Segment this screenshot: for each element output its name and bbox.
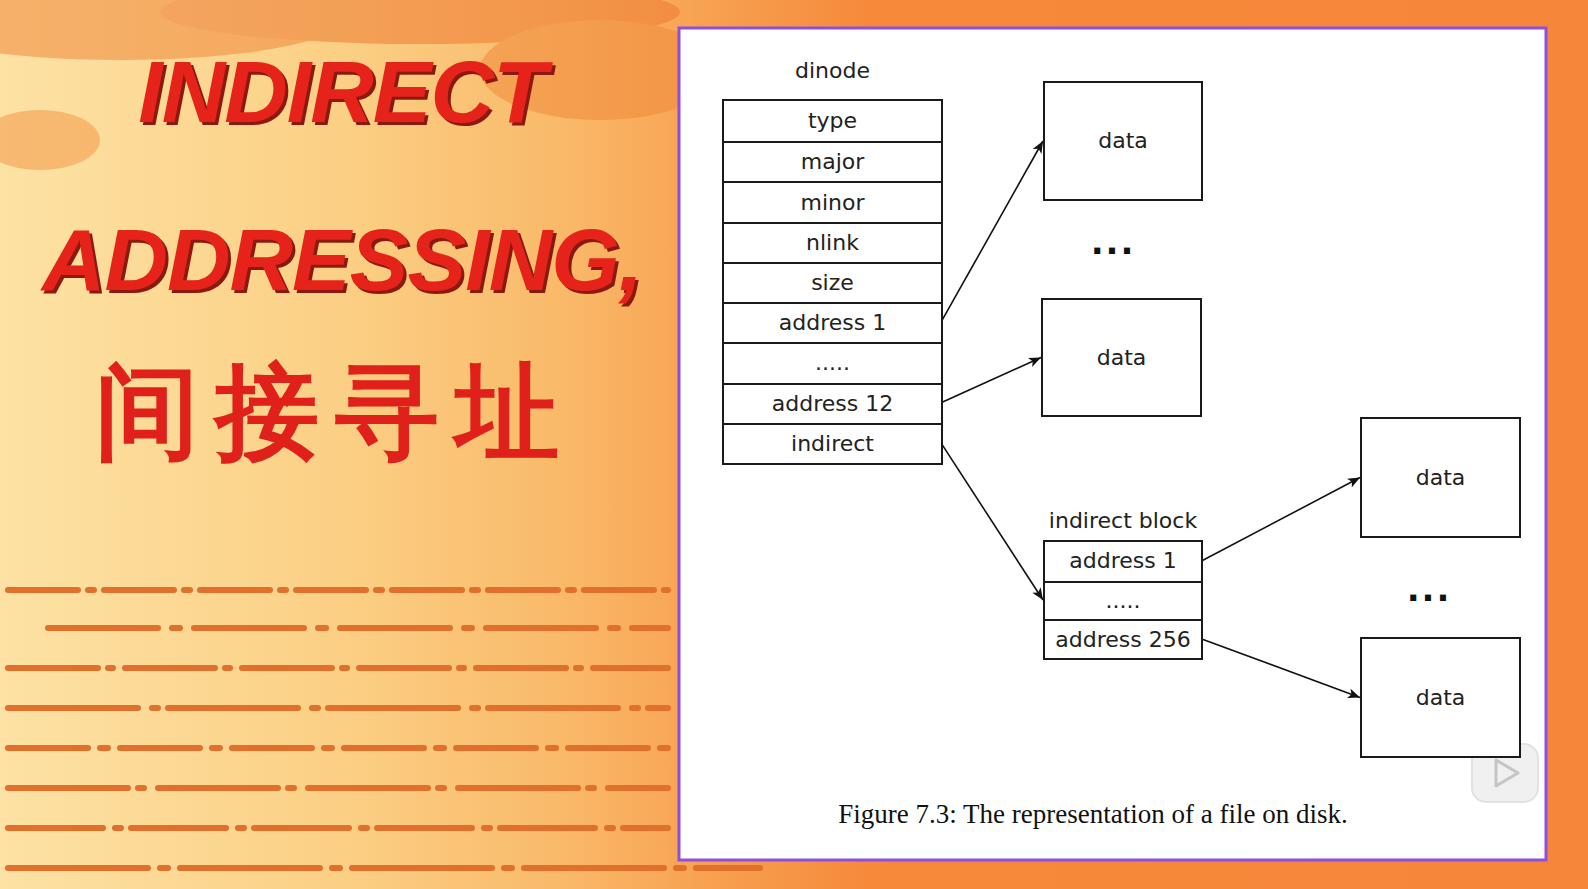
field-text: address 12 (772, 391, 893, 417)
inode-field-row: type (724, 101, 941, 141)
block-address-row: ..... (1045, 581, 1201, 620)
field-text: address 1 (779, 310, 886, 336)
inode-field-row: indirect (724, 423, 941, 463)
figure-panel (679, 28, 1546, 860)
inode-field-row: minor (724, 181, 941, 221)
inode-field-row: address 1 (724, 302, 941, 342)
field-text: ..... (815, 350, 850, 376)
field-text: indirect (791, 431, 874, 457)
title-text: INDIRECT ADDRESSING, (8, 8, 676, 344)
data-block: data (1360, 417, 1521, 538)
block-address-row: address 1 (1045, 542, 1201, 581)
field-text: type (808, 108, 857, 134)
field-text: data (1098, 128, 1148, 154)
figure-caption: Figure 7.3: The representation of a file… (838, 798, 1347, 830)
indirect-block-table: indirect blockaddress 1.....address 256 (1043, 540, 1203, 660)
inode-field-row: size (724, 262, 941, 302)
data-block: data (1041, 298, 1202, 417)
field-text: data (1416, 685, 1466, 711)
field-text: major (801, 149, 865, 175)
field-text: size (811, 270, 854, 296)
inode-field-row: major (724, 141, 941, 181)
field-text: address 1 (1069, 548, 1176, 574)
chinese-title: 间接寻址 (95, 352, 575, 472)
ellipsis-mark: ... (1091, 222, 1136, 262)
pointer-arrow (1201, 639, 1360, 698)
field-text: ..... (1106, 588, 1141, 614)
field-text: data (1097, 345, 1147, 371)
field-text: minor (801, 190, 865, 216)
wavy-dash-lines (8, 590, 760, 868)
field-text: nlink (806, 230, 859, 256)
field-text: address 256 (1055, 627, 1190, 653)
pointer-arrow (941, 443, 1043, 600)
inode-field-row: ..... (724, 342, 941, 382)
table-heading: indirect block (1045, 508, 1201, 534)
dinode-table: dinodetypemajorminornlinksizeaddress 1..… (722, 99, 943, 465)
table-heading: dinode (724, 58, 941, 84)
pointer-arrow (1201, 478, 1360, 562)
inode-field-row: address 12 (724, 383, 941, 423)
field-text: data (1416, 465, 1466, 491)
data-block: data (1360, 637, 1521, 758)
pointer-arrow (941, 141, 1043, 322)
ellipsis-mark: ... (1407, 569, 1452, 609)
data-block: data (1043, 81, 1203, 201)
inode-field-row: nlink (724, 222, 941, 262)
block-address-row: address 256 (1045, 619, 1201, 658)
pointer-arrow (941, 358, 1041, 403)
